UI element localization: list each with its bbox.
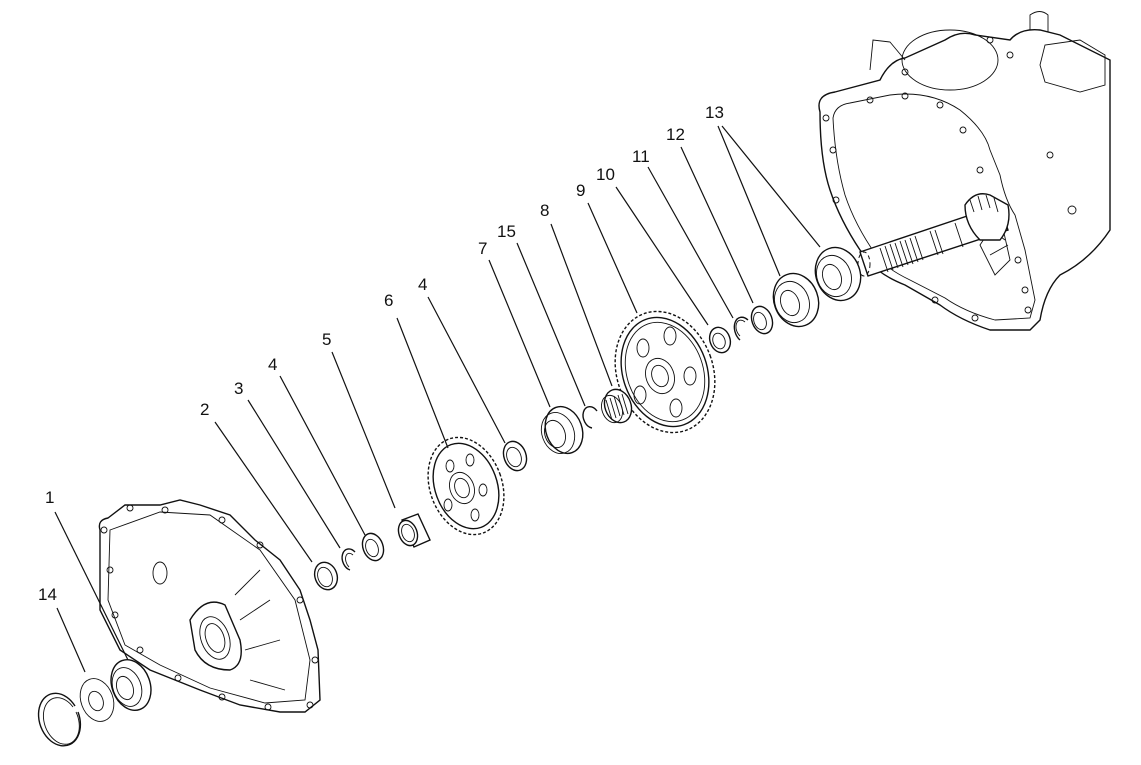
- svg-text:8: 8: [540, 201, 549, 220]
- snap-ring-15: [582, 406, 598, 429]
- svg-text:12: 12: [666, 125, 685, 144]
- svg-text:14: 14: [38, 585, 57, 604]
- callout-2: 2: [200, 400, 313, 563]
- spacer-ring-2: [313, 561, 339, 591]
- transmission-housing: [818, 11, 1111, 331]
- callout-5: 5: [322, 330, 396, 509]
- callout-15: 15: [497, 222, 586, 407]
- callout-6: 6: [384, 291, 449, 449]
- callout-7: 7: [478, 239, 551, 408]
- large-gear-9: [614, 310, 716, 434]
- ball-bearing-1: [110, 659, 152, 711]
- svg-text:3: 3: [234, 379, 243, 398]
- callouts: 1 14 2 3 4 5 6 4 7 15 8 9 10 11 12 13: [38, 103, 821, 673]
- thrust-washer-4b: [502, 440, 528, 472]
- callout-1: 1: [45, 488, 129, 661]
- callout-4a: 4: [268, 355, 366, 536]
- snap-ring-11: [733, 316, 749, 341]
- snap-ring-3: [341, 548, 356, 571]
- end-cover: [98, 499, 321, 713]
- shim-14: [79, 678, 115, 722]
- ball-bearing-13b: [772, 272, 820, 328]
- main-shaft: [857, 193, 1010, 277]
- small-gear-6: [427, 436, 505, 536]
- svg-text:5: 5: [322, 330, 331, 349]
- collar-12: [750, 305, 774, 335]
- svg-text:13: 13: [705, 103, 724, 122]
- sleeve-bushing-5: [397, 513, 431, 548]
- thrust-washer-4a: [361, 532, 385, 562]
- svg-text:10: 10: [596, 165, 615, 184]
- svg-text:1: 1: [45, 488, 54, 507]
- needle-race-7: [540, 405, 584, 455]
- callout-9: 9: [576, 181, 638, 314]
- callout-8: 8: [540, 201, 613, 387]
- svg-text:6: 6: [384, 291, 393, 310]
- needle-bearing-8: [601, 388, 633, 424]
- callout-14: 14: [38, 585, 86, 673]
- svg-text:4: 4: [418, 275, 427, 294]
- svg-text:9: 9: [576, 181, 585, 200]
- retaining-ring-14: [37, 692, 82, 747]
- svg-text:4: 4: [268, 355, 277, 374]
- callout-11: 11: [632, 147, 734, 319]
- ball-bearing-13a: [814, 246, 862, 302]
- callout-3: 3: [234, 379, 341, 549]
- svg-text:15: 15: [497, 222, 516, 241]
- washer-10: [708, 326, 732, 354]
- svg-text:11: 11: [632, 147, 650, 166]
- callout-10: 10: [596, 165, 709, 326]
- callout-4b: 4: [418, 275, 506, 444]
- callout-13: 13: [705, 103, 821, 277]
- svg-text:2: 2: [200, 400, 209, 419]
- callout-12: 12: [666, 125, 754, 304]
- svg-text:7: 7: [478, 239, 487, 258]
